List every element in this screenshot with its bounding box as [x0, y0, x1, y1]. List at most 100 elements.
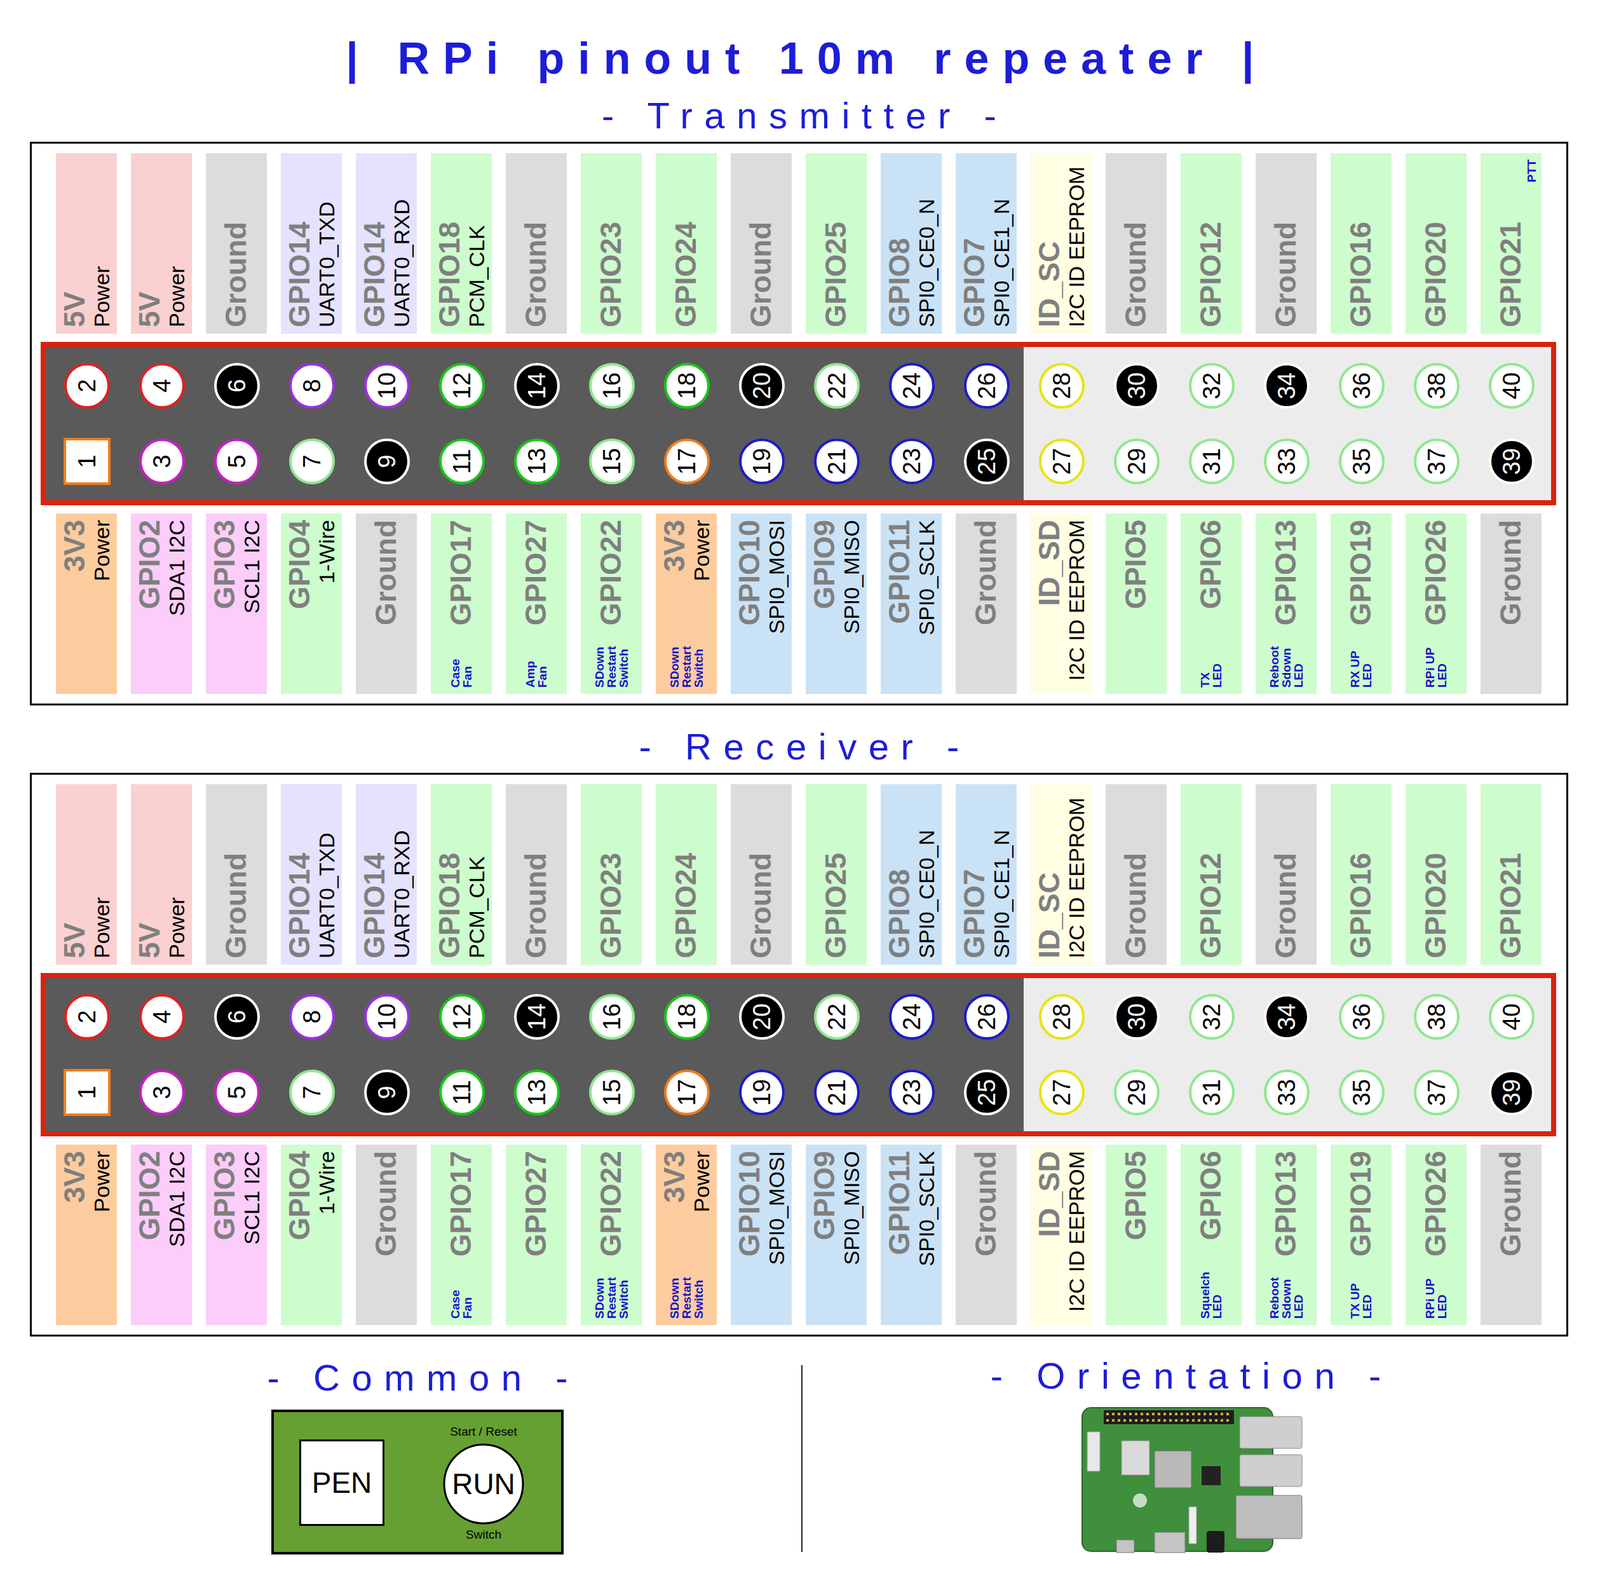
annotation-block: RPi UP LED: [1423, 1275, 1449, 1319]
pin-circle: [215, 1070, 259, 1114]
pin-band: GPIO23: [580, 153, 642, 334]
band-text-rotor: GPIO18PCM_CLK: [430, 153, 492, 334]
pin-name: GPIO19: [1345, 519, 1377, 626]
gpio-header: [1103, 1410, 1234, 1424]
pin-name: Ground: [1270, 852, 1302, 959]
pin-label-block: GPIO20: [1420, 852, 1452, 959]
pin-label-block: 5VPower: [134, 266, 189, 328]
band-text-rotor: GPIO6Squelch LED: [1180, 1144, 1242, 1325]
pin-circle: [515, 364, 559, 408]
pin-number: 21: [824, 447, 849, 475]
pin-name: GPIO7: [958, 829, 991, 959]
pin-circle: 38: [1413, 362, 1461, 410]
pin-band: GPIO11SPI0_SCLK: [880, 1144, 942, 1325]
band-text-rotor: GPIO11SPI0_SCLK: [880, 1144, 942, 1325]
pin-circle: [365, 439, 409, 483]
pin-circle: [215, 364, 259, 408]
band-text-rotor: Ground: [1480, 1144, 1542, 1325]
pin-label-block: GPIO11SPI0_SCLK: [883, 1150, 939, 1266]
annotation-block: RX UP LED: [1349, 644, 1374, 688]
pin-circle: 4: [138, 993, 186, 1041]
pin-band: Ground: [505, 153, 567, 334]
gpio-pins: [1106, 1418, 1233, 1422]
pin-function: SPI0_CE0_N: [915, 829, 939, 959]
band-text-rotor: GPIO14UART0_TXD: [280, 153, 342, 334]
pin-circle: [1265, 364, 1309, 408]
pin-band: GPIO9SPI0_MISO: [805, 1144, 867, 1325]
pin-band: GPIO5: [1105, 1144, 1167, 1325]
pin-band: GPIO20: [1405, 153, 1467, 334]
pin-circle: 16: [588, 362, 636, 410]
pin-band: Ground: [1105, 153, 1167, 334]
pin-circle: 36: [1338, 362, 1386, 410]
pin-circle: [890, 439, 934, 483]
pin-label-block: Ground: [1120, 221, 1153, 328]
pin-label-block: GPIO11SPI0_SCLK: [883, 519, 939, 635]
pin-label-block: Ground: [1270, 221, 1302, 328]
pin-function: Power: [165, 897, 189, 959]
pin-band: Ground: [730, 784, 792, 965]
pin-header-strip: [40, 341, 1557, 506]
pin-band: GPIO10SPI0_MOSI: [730, 513, 792, 694]
pin-number: 14: [524, 372, 550, 400]
pin-band: 5VPower: [55, 784, 117, 965]
pin-band: GPIO22SDown Restart Switch: [580, 1144, 642, 1325]
pin-label-block: GPIO16: [1345, 221, 1377, 328]
band-text-rotor: GPIO9SPI0_MISO: [805, 1144, 867, 1325]
pin-function: SPI0_CE0_N: [915, 198, 939, 328]
pin-circle: [440, 364, 484, 408]
pin-band: GPIO19TX UP LED: [1330, 1144, 1392, 1325]
band-text-rotor: GPIO24: [655, 784, 717, 965]
pin-number: 16: [599, 372, 624, 400]
pin-name: Ground: [370, 519, 403, 626]
annotation-block: Squelch LED: [1199, 1275, 1224, 1319]
pin-name: GPIO8: [883, 198, 916, 328]
band-text-rotor: GPIO14UART0_TXD: [280, 784, 342, 965]
pin-band: GPIO21PTT: [1480, 153, 1542, 334]
pin-number: 2: [74, 1009, 100, 1024]
pin-function: SPI0_SCLK: [915, 1150, 939, 1266]
pin-band: GPIO2SDA1 I2C: [130, 513, 192, 694]
pin-circle: 20: [738, 362, 786, 410]
pin-label-block: Ground: [220, 221, 253, 328]
pin-name: GPIO19: [1345, 1150, 1377, 1257]
pin-band: GPIO17Case Fan: [430, 513, 492, 694]
pin-label-block: ID_SCI2C ID EEPROM: [1033, 797, 1089, 959]
usage-note: Case Fan: [449, 1275, 474, 1319]
camera-connector: [1188, 1506, 1197, 1544]
diagram-title: | RPi pinout 10m repeater |: [0, 31, 1600, 86]
pin-circle: 15: [588, 437, 636, 485]
pin-number: 11: [449, 1079, 475, 1105]
pin-number: 4: [149, 378, 175, 393]
band-text-rotor: 5VPower: [130, 784, 192, 965]
pin-circle: 6: [213, 993, 261, 1041]
pin-circle: [890, 364, 934, 408]
pin-circle: [740, 1070, 784, 1114]
pin-name: Ground: [970, 519, 1003, 626]
pin-function: Power: [90, 897, 114, 959]
pin-band: GPIO12: [1180, 153, 1242, 334]
pin-number: 35: [1349, 447, 1374, 475]
pin-label-block: GPIO21: [1495, 852, 1527, 959]
pin-label-block: GPIO13: [1270, 519, 1302, 626]
pin-circle: [815, 995, 859, 1039]
pin-number: 39: [1499, 447, 1524, 475]
pin-number: 27: [1049, 1078, 1074, 1106]
pin-name: GPIO27: [520, 1150, 553, 1257]
pin-circle: [290, 439, 334, 483]
pin-number: 23: [899, 447, 924, 475]
pin-number: 24: [899, 1003, 924, 1031]
pin-circle: 7: [288, 437, 336, 485]
pin-name: GPIO11: [883, 1150, 916, 1266]
hdmi-port: [1154, 1532, 1186, 1553]
pin-circle: 6: [213, 362, 261, 410]
pin-name: ID_SD: [1033, 1150, 1066, 1312]
band-text-rotor: Ground: [505, 153, 567, 334]
pin-function: Power: [90, 266, 114, 328]
pin-name: ID_SC: [1033, 166, 1066, 328]
pin-circle: [665, 1070, 709, 1114]
pin-function: SPI0_MISO: [840, 1150, 864, 1266]
pin-label-block: Ground: [745, 852, 778, 959]
pin-circle: 31: [1188, 1068, 1236, 1116]
pin-band: GPIO41-Wire: [280, 1144, 342, 1325]
